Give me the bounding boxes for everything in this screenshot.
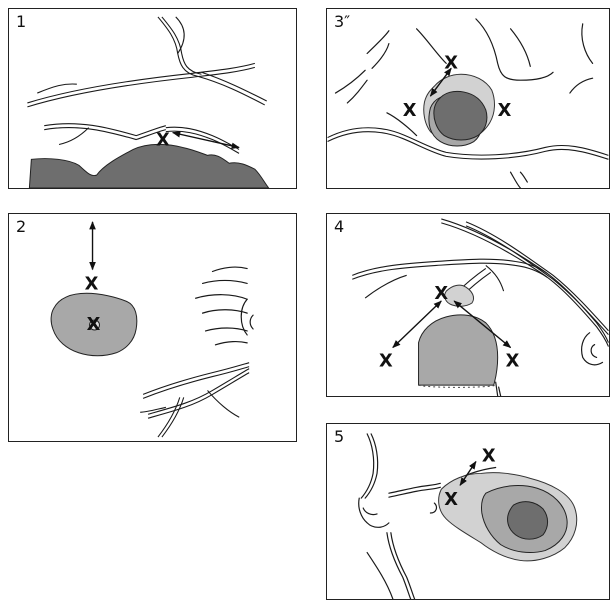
x-marker-left: X [379,350,393,371]
lesion-small [445,285,474,306]
panel-4: X X X 4 [326,213,610,397]
x-marker-left: X [403,100,417,121]
vessels [140,267,253,437]
panel-2: X X 2 [8,213,297,442]
x-marker-upper: X [85,273,99,294]
panel-3: X X X 3″ [326,8,610,189]
panel-number: 4 [334,219,344,235]
x-marker: X [156,129,170,150]
lesion-mound [419,315,498,385]
vessels [27,17,266,153]
panel-number: 5 [334,429,344,445]
panel-number: 2 [16,219,26,235]
lesion-dark [29,144,268,188]
panel-2-drawing: X X [9,214,296,441]
panel-1: X 1 [8,8,297,189]
double-arrow [173,133,239,148]
x-marker-top: X [482,446,496,467]
panel-3-drawing: X X X [327,9,609,188]
panel-1-drawing: X [9,9,296,188]
x-marker-center: X [87,314,101,335]
panel-5: X X 5 [326,423,610,600]
x-marker-right: X [506,350,520,371]
x-marker-right: X [498,100,512,121]
x-marker-top: X [434,283,448,304]
x-marker-top: X [444,52,458,73]
x-marker-lower: X [444,489,458,510]
panel-number: 3″ [334,14,350,30]
lesion-dark [508,502,548,540]
panel-4-drawing: X X X [327,214,609,396]
panel-number: 1 [16,14,26,30]
panel-5-drawing: X X [327,424,609,599]
